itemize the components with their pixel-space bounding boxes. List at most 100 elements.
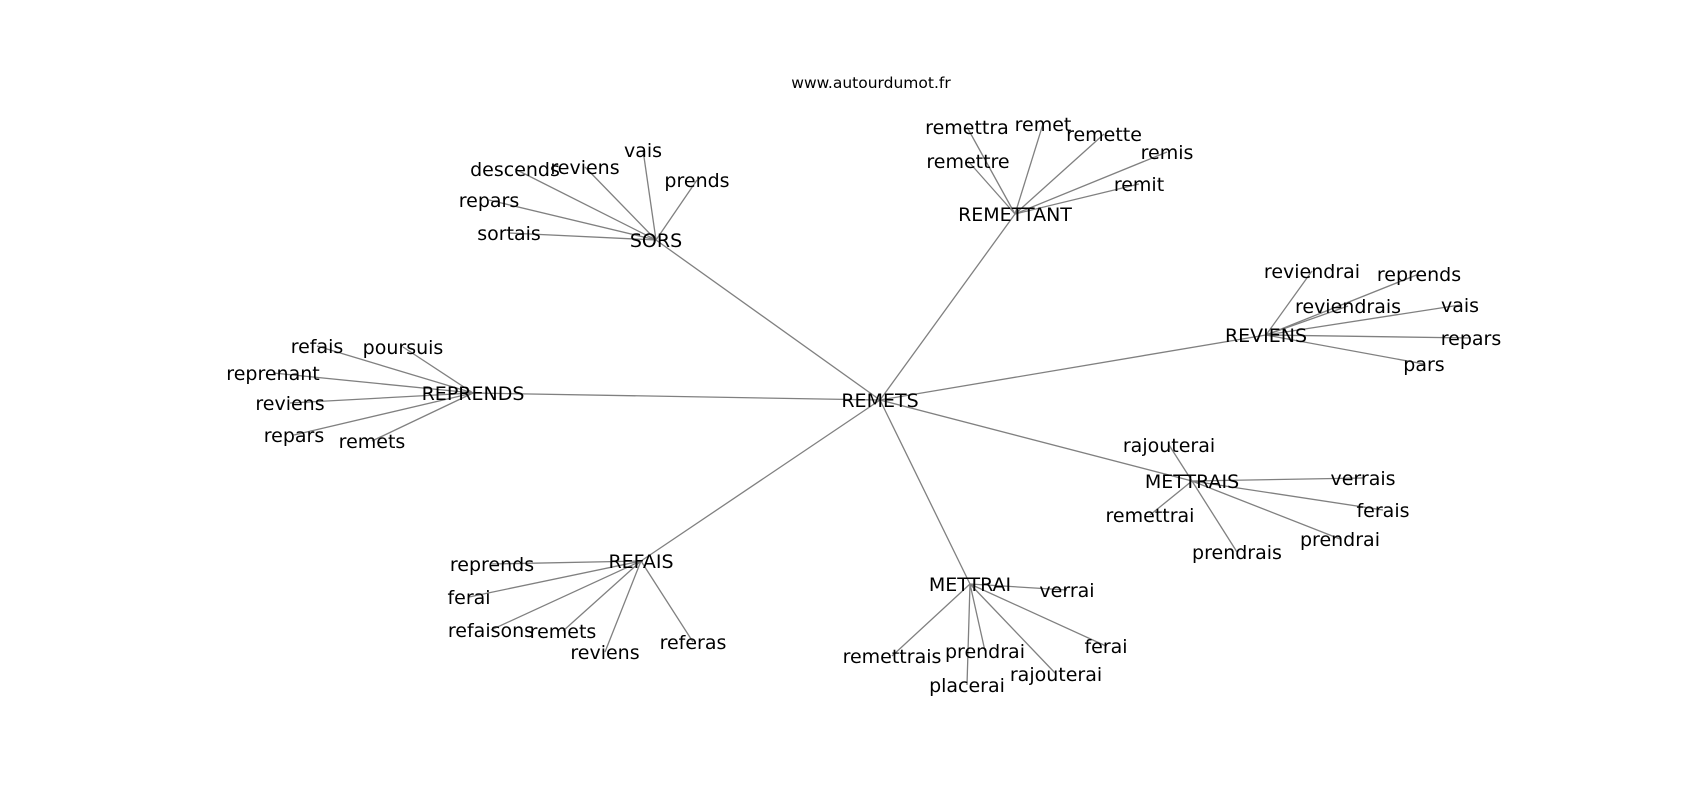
edge-refais-reviens: [604, 560, 642, 653]
node-leaf-ferai: ferai: [1084, 636, 1127, 658]
node-leaf-referas: referas: [660, 632, 727, 654]
edge-mettrais-verrais: [1191, 477, 1364, 482]
node-leaf-reviendrai: reviendrai: [1264, 261, 1360, 283]
edge-refais-refaisons: [490, 560, 642, 631]
edge-reviens-reviendrai: [1265, 270, 1313, 336]
site-title: www.autourdumot.fr: [791, 74, 951, 92]
edge-mettrai-verrai: [969, 583, 1068, 591]
edge-sors-sortais: [508, 232, 657, 241]
node-hub-remettant: REMETTANT: [958, 204, 1072, 226]
node-leaf-repars: repars: [264, 425, 325, 447]
edge-reprends-refais: [316, 345, 474, 394]
node-leaf-sortais: sortais: [477, 223, 541, 245]
edge-refais-reprends: [491, 560, 642, 565]
edge-reprends-reprenant: [272, 372, 474, 394]
node-leaf-ferai: ferai: [447, 587, 490, 609]
node-hub-reprends: REPRENDS: [422, 383, 525, 405]
edge-mettrais-prendrai: [1191, 480, 1341, 540]
node-leaf-reviendrais: reviendrais: [1295, 296, 1401, 318]
node-root: REMETS: [841, 390, 918, 412]
node-leaf-repars: repars: [1441, 328, 1502, 350]
graph-edges: [272, 123, 1472, 686]
edge-root-mettrais: [879, 399, 1193, 482]
node-leaf-verrais: verrais: [1330, 468, 1395, 490]
edge-mettrai-rajouterai: [969, 583, 1057, 675]
node-leaf-repars: repars: [459, 190, 520, 212]
edge-remettant-remet: [1014, 123, 1044, 215]
edge-sors-prends: [655, 179, 698, 241]
edge-sors-descends: [514, 168, 657, 241]
node-leaf-prendrai: prendrai: [1300, 529, 1380, 551]
node-leaf-verrai: verrai: [1039, 580, 1094, 602]
edge-remettant-remette: [1014, 133, 1105, 215]
node-leaf-remets: remets: [530, 621, 597, 643]
node-leaf-reprenant: reprenant: [226, 363, 319, 385]
edge-reviens-reviendrais: [1265, 305, 1349, 336]
node-leaf-remis: remis: [1141, 142, 1194, 164]
edge-remettant-remit: [1014, 183, 1140, 215]
node-leaf-reprends: reprends: [1377, 264, 1461, 286]
edge-reviens-repars: [1265, 334, 1472, 339]
edge-sors-reviens: [584, 166, 657, 241]
edge-reviens-pars: [1265, 334, 1425, 365]
node-leaf-vais: vais: [1441, 295, 1479, 317]
node-leaf-refaisons: refaisons: [448, 620, 534, 642]
edge-root-mettrai: [879, 399, 971, 585]
edge-sors-vais: [642, 149, 657, 241]
edge-mettrais-remettrai: [1149, 480, 1193, 516]
edge-reviens-vais: [1265, 304, 1461, 336]
node-leaf-prendrai: prendrai: [945, 641, 1025, 663]
node-leaf-remette: remette: [1066, 124, 1142, 146]
node-leaf-vais: vais: [624, 140, 662, 162]
edge-root-reviens: [879, 334, 1267, 401]
node-leaf-remet: remet: [1015, 114, 1072, 136]
node-leaf-prendrais: prendrais: [1192, 542, 1282, 564]
node-hub-refais: REFAIS: [608, 551, 673, 573]
edge-remettant-remettre: [967, 160, 1016, 215]
edge-mettrai-ferai: [969, 583, 1107, 647]
edge-root-refais: [640, 399, 881, 562]
edge-sors-repars: [488, 199, 657, 241]
edge-reprends-reviens: [289, 392, 474, 404]
node-hub-sors: SORS: [630, 230, 682, 252]
edge-refais-remets: [562, 560, 642, 632]
node-leaf-remets: remets: [339, 431, 406, 453]
edge-root-sors: [655, 239, 881, 401]
node-leaf-reprends: reprends: [450, 554, 534, 576]
node-leaf-remettre: remettre: [926, 151, 1009, 173]
node-leaf-reviens: reviens: [570, 642, 639, 664]
node-leaf-refais: refais: [291, 336, 344, 358]
edge-root-remettant: [879, 213, 1016, 401]
node-leaf-reviens: reviens: [255, 393, 324, 415]
edge-reprends-poursuis: [402, 346, 474, 394]
node-leaf-remettrais: remettrais: [843, 646, 942, 668]
edge-reprends-repars: [293, 392, 474, 436]
edge-refais-referas: [640, 560, 694, 643]
edge-remettant-remettra: [966, 126, 1016, 215]
edge-mettrai-placerai: [966, 583, 971, 686]
node-leaf-reviens: reviens: [550, 157, 619, 179]
edge-remettant-remis: [1014, 151, 1168, 215]
edge-mettrais-prendrais: [1191, 480, 1238, 553]
edge-mettrai-remettrais: [891, 583, 971, 657]
node-leaf-poursuis: poursuis: [363, 337, 444, 359]
graph-labels: www.autourdumot.fr REMETSSORSdescendsrev…: [226, 74, 1501, 697]
edge-reviens-reprends: [1265, 273, 1420, 336]
node-leaf-remit: remit: [1114, 174, 1164, 196]
edge-mettrai-prendrai: [969, 583, 986, 652]
node-leaf-placerai: placerai: [929, 675, 1005, 697]
edge-mettrais-rajouterai: [1168, 444, 1193, 482]
node-leaf-pars: pars: [1403, 354, 1444, 376]
edge-mettrais-ferais: [1191, 480, 1384, 511]
node-leaf-rajouterai: rajouterai: [1123, 435, 1215, 457]
node-leaf-rajouterai: rajouterai: [1010, 664, 1102, 686]
node-hub-mettrais: METTRAIS: [1145, 471, 1239, 493]
node-leaf-descends: descends: [470, 159, 560, 181]
node-leaf-remettra: remettra: [925, 117, 1009, 139]
edge-refais-ferai: [468, 560, 642, 598]
edge-reprends-remets: [371, 392, 474, 442]
node-leaf-ferais: ferais: [1356, 500, 1409, 522]
node-leaf-prends: prends: [664, 170, 729, 192]
node-hub-reviens: REVIENS: [1225, 325, 1307, 347]
